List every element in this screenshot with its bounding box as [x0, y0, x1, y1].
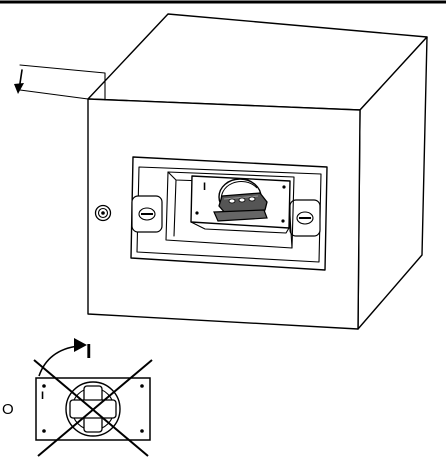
cabinet: I — [14, 13, 428, 330]
switch-plate-edge — [190, 221, 290, 234]
cross-out-icon — [33, 359, 149, 457]
clearance-arrowhead — [14, 83, 24, 94]
small-on-label: I — [41, 390, 44, 402]
handle-base — [213, 209, 268, 222]
door-clearance-line-lower — [19, 89, 89, 100]
rotary-handle-icon — [213, 178, 268, 222]
forbidden-detail: I O I — [2, 338, 153, 457]
recess-depth-left — [173, 179, 177, 237]
cabinet-on-label: I — [203, 181, 206, 193]
door-clearance-line — [19, 64, 106, 101]
off-label: O — [2, 401, 14, 418]
curved-arrow-icon — [38, 345, 79, 377]
keyhole-icon — [94, 204, 112, 222]
arrow-on-label: I — [86, 341, 92, 363]
curved-arrowhead — [74, 338, 87, 352]
